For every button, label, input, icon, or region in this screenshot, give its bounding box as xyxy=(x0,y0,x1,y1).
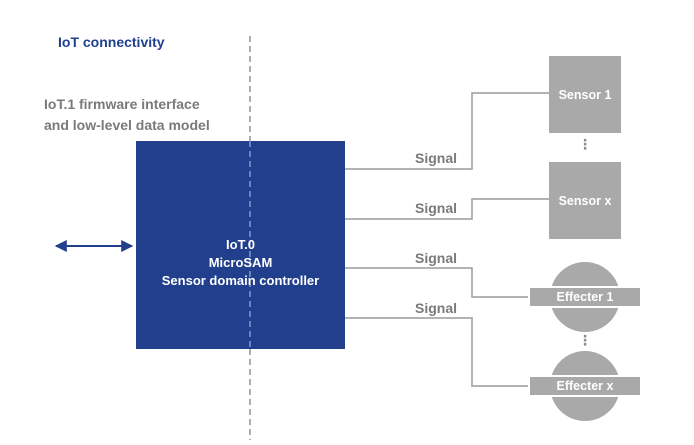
signal-label-4: Signal xyxy=(415,300,458,316)
controller-line-1: IoT.0 xyxy=(226,237,255,252)
controller-line-3: Sensor domain controller xyxy=(161,273,320,288)
signal-wire-effecter-1 xyxy=(345,267,530,298)
signal-label-1: Signal xyxy=(415,150,458,166)
sensor-ellipsis: ⋮ xyxy=(578,136,592,152)
firmware-interface-line-1: IoT.1 firmware interface xyxy=(44,96,200,112)
signal-label-3: Signal xyxy=(415,250,458,266)
sensor-x-box xyxy=(549,162,621,239)
controller-block xyxy=(136,141,345,349)
effecter-x-band xyxy=(530,377,640,395)
effecter-x-label: Effecter x xyxy=(556,379,614,393)
controller-line-2: MicroSAM xyxy=(208,255,273,270)
signal-label-2: Signal xyxy=(415,200,458,216)
firmware-interface-line-2: and low-level data model xyxy=(44,117,210,133)
effecter-ellipsis: ⋮ xyxy=(578,332,592,348)
signal-wire-sensor-x xyxy=(345,198,549,220)
firmware-interface-label: IoT.1 firmware interface and low-level d… xyxy=(44,94,210,136)
effecter-1-label: Effecter 1 xyxy=(556,290,614,304)
controller-label: IoT.0 MicroSAM Sensor domain controller xyxy=(136,141,345,349)
sensor-1-label: Sensor 1 xyxy=(558,87,612,102)
signal-wire-sensor-1 xyxy=(345,92,549,170)
sensor-x-label: Sensor x xyxy=(558,193,612,208)
effecter-1-band xyxy=(530,288,640,306)
sensor-1-box xyxy=(549,56,621,133)
diagram-title: IoT connectivity xyxy=(58,34,165,50)
signal-wire-effecter-x xyxy=(345,317,530,387)
